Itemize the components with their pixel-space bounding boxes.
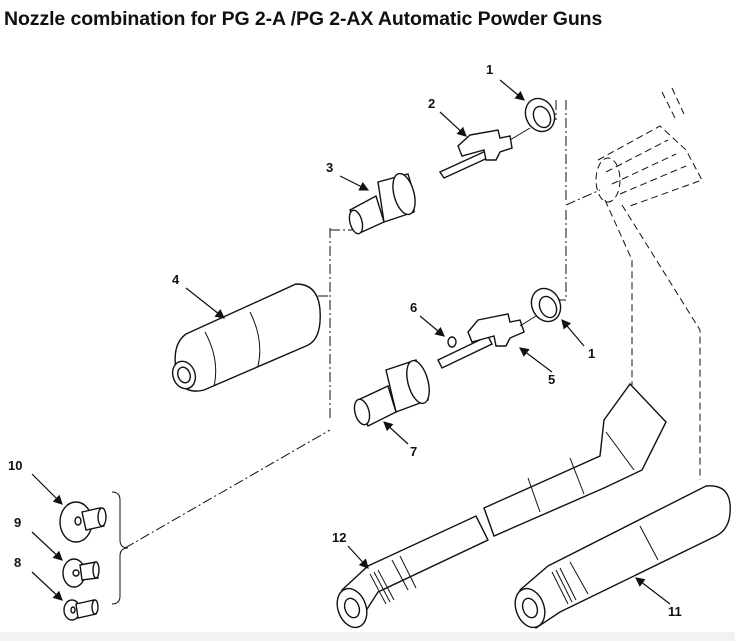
ring-part-1-upper bbox=[524, 97, 556, 133]
deflector-part-5 bbox=[437, 313, 537, 369]
bottom-strip bbox=[0, 632, 735, 641]
extension-part-11 bbox=[514, 485, 731, 630]
callout-6: 6 bbox=[410, 300, 417, 315]
callout-4: 4 bbox=[172, 272, 180, 287]
callout-11: 11 bbox=[668, 604, 682, 619]
callout-1-upper: 1 bbox=[486, 62, 493, 77]
deflector-discs-8-9-10 bbox=[59, 491, 129, 621]
assembly-lines bbox=[124, 100, 701, 549]
callout-3: 3 bbox=[326, 160, 333, 175]
gun-tip-outline bbox=[595, 87, 703, 207]
ring-part-1-lower bbox=[530, 287, 562, 323]
callout-8: 8 bbox=[14, 555, 21, 570]
callout-12: 12 bbox=[332, 530, 346, 545]
deflector-part-2 bbox=[438, 127, 531, 179]
callout-7: 7 bbox=[410, 444, 417, 459]
nozzle-body-part-4 bbox=[171, 283, 321, 392]
callout-10: 10 bbox=[8, 458, 22, 473]
callout-2: 2 bbox=[428, 96, 435, 111]
page-title: Nozzle combination for PG 2-A /PG 2-AX A… bbox=[4, 8, 603, 30]
callout-9: 9 bbox=[14, 515, 21, 530]
callout-1-lower: 1 bbox=[588, 346, 595, 361]
electrode-holder-part-7 bbox=[353, 359, 430, 427]
electrode-holder-part-3 bbox=[348, 172, 416, 235]
o-ring-part-6 bbox=[447, 336, 457, 348]
extension-part-12 bbox=[336, 382, 667, 629]
callout-5: 5 bbox=[548, 372, 555, 387]
leader-arrows bbox=[31, 79, 671, 605]
